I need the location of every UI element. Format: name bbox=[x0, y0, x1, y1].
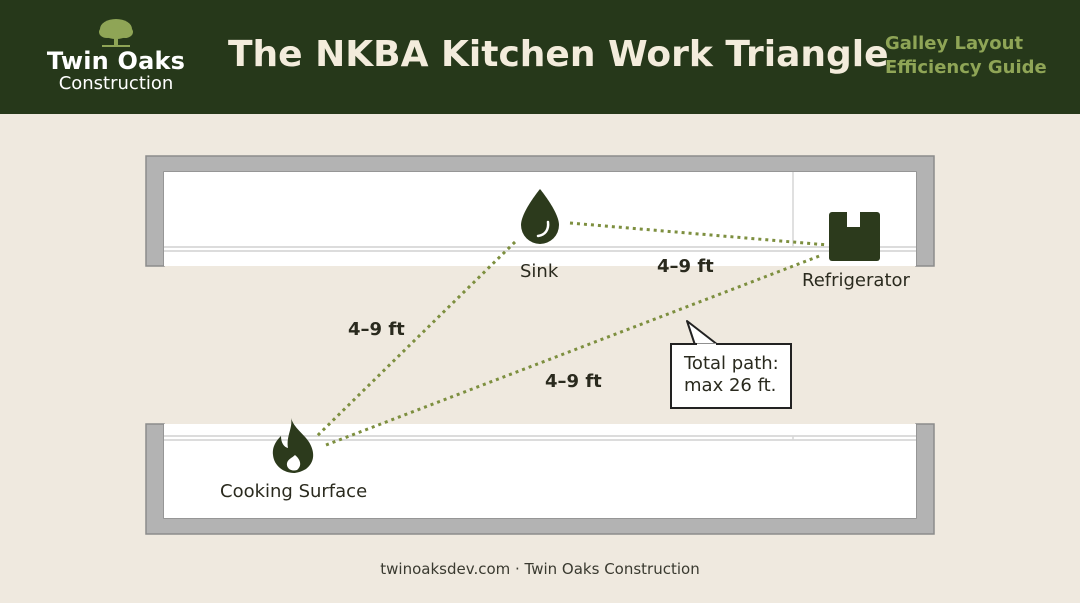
callout-line-2: max 26 ft. bbox=[684, 375, 777, 396]
cooking-surface-label: Cooking Surface bbox=[220, 481, 368, 502]
header-bar: Twin Oaks Construction The NKBA Kitchen … bbox=[0, 0, 1080, 114]
subtitle-line-1: Galley Layout bbox=[885, 33, 1024, 54]
water-drop-icon bbox=[521, 189, 559, 244]
distance-cooking-fridge: 4–9 ft bbox=[545, 371, 602, 392]
bottom-counter bbox=[164, 424, 916, 518]
footer-credit: twinoaksdev.com · Twin Oaks Construction bbox=[380, 560, 700, 578]
page-subtitle: Galley Layout Efficiency Guide bbox=[885, 32, 1065, 80]
path-sink-to-fridge bbox=[569, 221, 829, 247]
page-title: The NKBA Kitchen Work Triangle bbox=[228, 34, 889, 75]
flame-icon bbox=[272, 418, 314, 473]
box-icon bbox=[829, 212, 880, 261]
brand-subtitle: Construction bbox=[58, 73, 174, 94]
subtitle-line-2: Efficiency Guide bbox=[885, 57, 1047, 78]
distance-sink-cooking: 4–9 ft bbox=[348, 319, 405, 340]
path-cooking-to-fridge bbox=[325, 253, 823, 447]
refrigerator-label: Refrigerator bbox=[802, 270, 910, 291]
brand-name: Twin Oaks bbox=[46, 47, 186, 75]
distance-sink-fridge: 4–9 ft bbox=[657, 256, 714, 277]
total-path-callout: Total path: max 26 ft. bbox=[670, 343, 792, 409]
galley-floor-plan bbox=[145, 155, 935, 535]
brand-logo: Twin Oaks Construction bbox=[36, 18, 196, 98]
oak-tree-icon bbox=[99, 19, 133, 47]
sink-label: Sink bbox=[520, 261, 559, 282]
path-sink-to-cooking bbox=[314, 240, 517, 439]
callout-line-1: Total path: bbox=[684, 353, 779, 374]
